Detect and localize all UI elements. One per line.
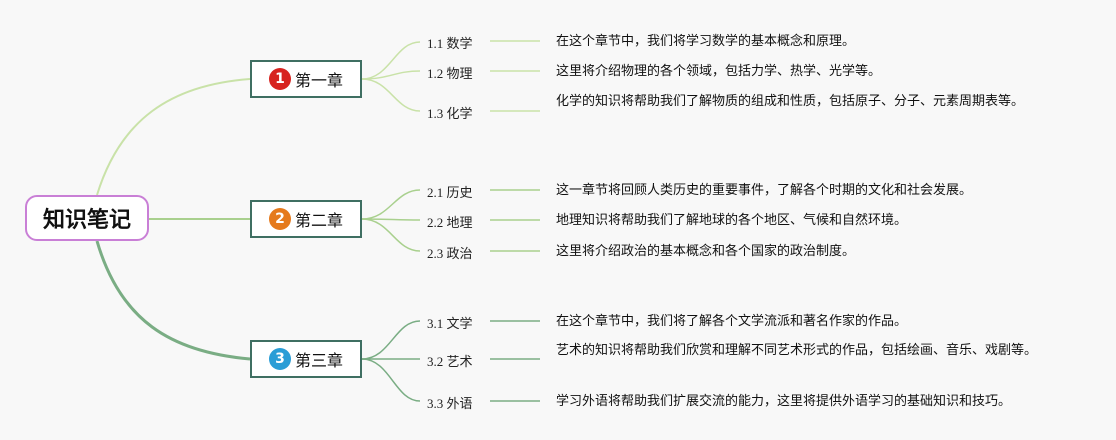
connector-chapter-1-topic-1 xyxy=(361,41,421,80)
topic-node-3-3[interactable]: 3.3 外语 xyxy=(427,396,473,411)
topic-2-1-description: 这一章节将回顾人类历史的重要事件，了解各个时期的文化和社会发展。 xyxy=(556,183,973,198)
topic-node-1-1[interactable]: 1.1 数学 xyxy=(427,36,473,51)
topic-node-1-2[interactable]: 1.2 物理 xyxy=(427,66,473,81)
chapter-3-label: 第三章 xyxy=(294,351,343,370)
connector-chapter-2-topic-1 xyxy=(361,189,421,220)
topic-node-2-2[interactable]: 2.2 地理 xyxy=(427,215,473,230)
topic-node-3-2[interactable]: 3.2 艺术 xyxy=(427,354,473,369)
topic-node-2-1[interactable]: 2.1 历史 xyxy=(427,185,473,200)
chapter-node-3[interactable]: 3 第三章 xyxy=(250,340,362,378)
chapter-1-label: 第一章 xyxy=(294,71,343,90)
chapter-2-number-badge: 2 xyxy=(268,208,291,230)
connector-root-chapter-1 xyxy=(96,78,251,196)
root-node-label: 知识笔记 xyxy=(42,208,131,233)
topic-1-2-description: 这里将介绍物理的各个领域，包括力学、热学、光学等。 xyxy=(556,64,882,79)
topic-1-3-description: 化学的知识将帮助我们了解物质的组成和性质，包括原子、分子、元素周期表等。 xyxy=(556,94,1025,109)
topic-node-1-3[interactable]: 1.3 化学 xyxy=(427,106,473,121)
topic-2-2-description: 地理知识将帮助我们了解地球的各个地区、气候和自然环境。 xyxy=(556,213,908,228)
connector-chapter-3-topic-3 xyxy=(361,358,421,402)
connector-chapter-1-topic-2 xyxy=(361,70,421,80)
connector-chapter-3-topic-1 xyxy=(361,320,421,360)
topic-3-1-description: 在这个章节中，我们将了解各个文学流派和著名作家的作品。 xyxy=(556,314,908,329)
topic-1-1-description: 在这个章节中，我们将学习数学的基本概念和原理。 xyxy=(556,34,856,49)
chapter-1-number-badge: 1 xyxy=(268,68,291,90)
connector-chapter-2-topic-3 xyxy=(361,218,421,252)
chapter-node-1[interactable]: 1 第一章 xyxy=(250,60,362,98)
chapter-3-number-badge: 3 xyxy=(268,348,291,370)
topic-3-2-description: 艺术的知识将帮助我们欣赏和理解不同艺术形式的作品，包括绘画、音乐、戏剧等。 xyxy=(556,343,1038,358)
topic-3-3-description: 学习外语将帮助我们扩展交流的能力，这里将提供外语学习的基础知识和技巧。 xyxy=(556,394,1012,409)
chapter-node-2[interactable]: 2 第二章 xyxy=(250,200,362,238)
connector-chapter-1-topic-3 xyxy=(361,78,421,112)
topic-2-3-description: 这里将介绍政治的基本概念和各个国家的政治制度。 xyxy=(556,244,856,259)
root-node[interactable]: 知识笔记 xyxy=(25,195,149,241)
connector-root-chapter-3 xyxy=(95,240,251,361)
topic-node-2-3[interactable]: 2.3 政治 xyxy=(427,246,473,261)
chapter-2-label: 第二章 xyxy=(294,211,343,230)
topic-node-3-1[interactable]: 3.1 文学 xyxy=(427,316,473,331)
